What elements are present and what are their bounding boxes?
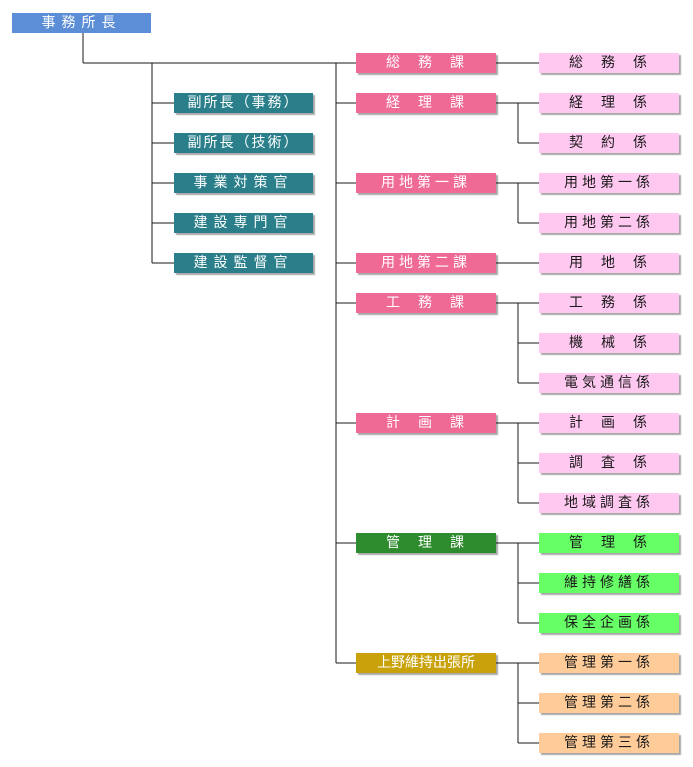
division-label: 用地第二課: [381, 255, 471, 271]
section-box: 用 地 係: [539, 253, 679, 273]
section-label: 計 画 係: [569, 415, 649, 431]
section-box: 用地第二係: [539, 213, 679, 233]
division-box: 総 務 課: [356, 53, 496, 73]
section-label: 用地第二係: [564, 215, 654, 231]
staff-box: 副所長（事務）: [174, 93, 313, 113]
section-label: 電気通信係: [564, 375, 654, 391]
staff-box: 建設監督官: [174, 253, 313, 273]
section-box: 地域調査係: [539, 493, 679, 513]
section-box: 計 画 係: [539, 413, 679, 433]
division-box: 経 理 課: [356, 93, 496, 113]
division-label: 計 画 課: [386, 415, 466, 431]
section-box: 調 査 係: [539, 453, 679, 473]
office-label: 上野維持出張所: [377, 655, 475, 671]
division-box: 用地第一課: [356, 173, 496, 193]
section-label: 総 務 係: [569, 55, 649, 71]
section-box: 保全企画係: [539, 613, 679, 633]
section-box: 機 械 係: [539, 333, 679, 353]
staff-label: 副所長（技術）: [187, 135, 300, 151]
division-label: 用地第一課: [381, 175, 471, 191]
staff-box: 建設専門官: [174, 213, 313, 233]
section-label: 管理第二係: [564, 695, 654, 711]
section-label: 契 約 係: [569, 135, 649, 151]
division-box: 工 務 課: [356, 293, 496, 313]
section-label: 地域調査係: [564, 495, 654, 511]
office-box: 上野維持出張所: [356, 653, 496, 673]
section-label: 管 理 係: [569, 535, 649, 551]
section-label: 機 械 係: [569, 335, 649, 351]
section-box: 管理第三係: [539, 733, 679, 753]
section-box: 総 務 係: [539, 53, 679, 73]
section-box: 管理第一係: [539, 653, 679, 673]
staff-label: 事業対策官: [193, 175, 294, 191]
section-box: 電気通信係: [539, 373, 679, 393]
chief-box: 事務所長: [12, 13, 151, 33]
chief-label: 事務所長: [41, 15, 122, 31]
division-box: 計 画 課: [356, 413, 496, 433]
section-label: 調 査 係: [569, 455, 649, 471]
division-label: 管 理 課: [386, 535, 466, 551]
section-label: 用地第一係: [564, 175, 654, 191]
section-label: 管理第一係: [564, 655, 654, 671]
section-box: 工 務 係: [539, 293, 679, 313]
section-box: 管理第二係: [539, 693, 679, 713]
division-label: 経 理 課: [386, 95, 466, 111]
division-label: 総 務 課: [386, 55, 466, 71]
section-label: 保全企画係: [564, 615, 654, 631]
staff-label: 建設監督官: [193, 255, 294, 271]
section-label: 管理第三係: [564, 735, 654, 751]
section-label: 用 地 係: [569, 255, 649, 271]
division-label: 工 務 課: [386, 295, 466, 311]
section-label: 維持修繕係: [564, 575, 654, 591]
section-label: 工 務 係: [569, 295, 649, 311]
staff-box: 事業対策官: [174, 173, 313, 193]
staff-label: 副所長（事務）: [187, 95, 300, 111]
staff-label: 建設専門官: [193, 215, 294, 231]
section-box: 経 理 係: [539, 93, 679, 113]
division-box: 管 理 課: [356, 533, 496, 553]
section-box: 管 理 係: [539, 533, 679, 553]
section-label: 経 理 係: [569, 95, 649, 111]
section-box: 維持修繕係: [539, 573, 679, 593]
section-box: 用地第一係: [539, 173, 679, 193]
division-box: 用地第二課: [356, 253, 496, 273]
staff-box: 副所長（技術）: [174, 133, 313, 153]
section-box: 契 約 係: [539, 133, 679, 153]
